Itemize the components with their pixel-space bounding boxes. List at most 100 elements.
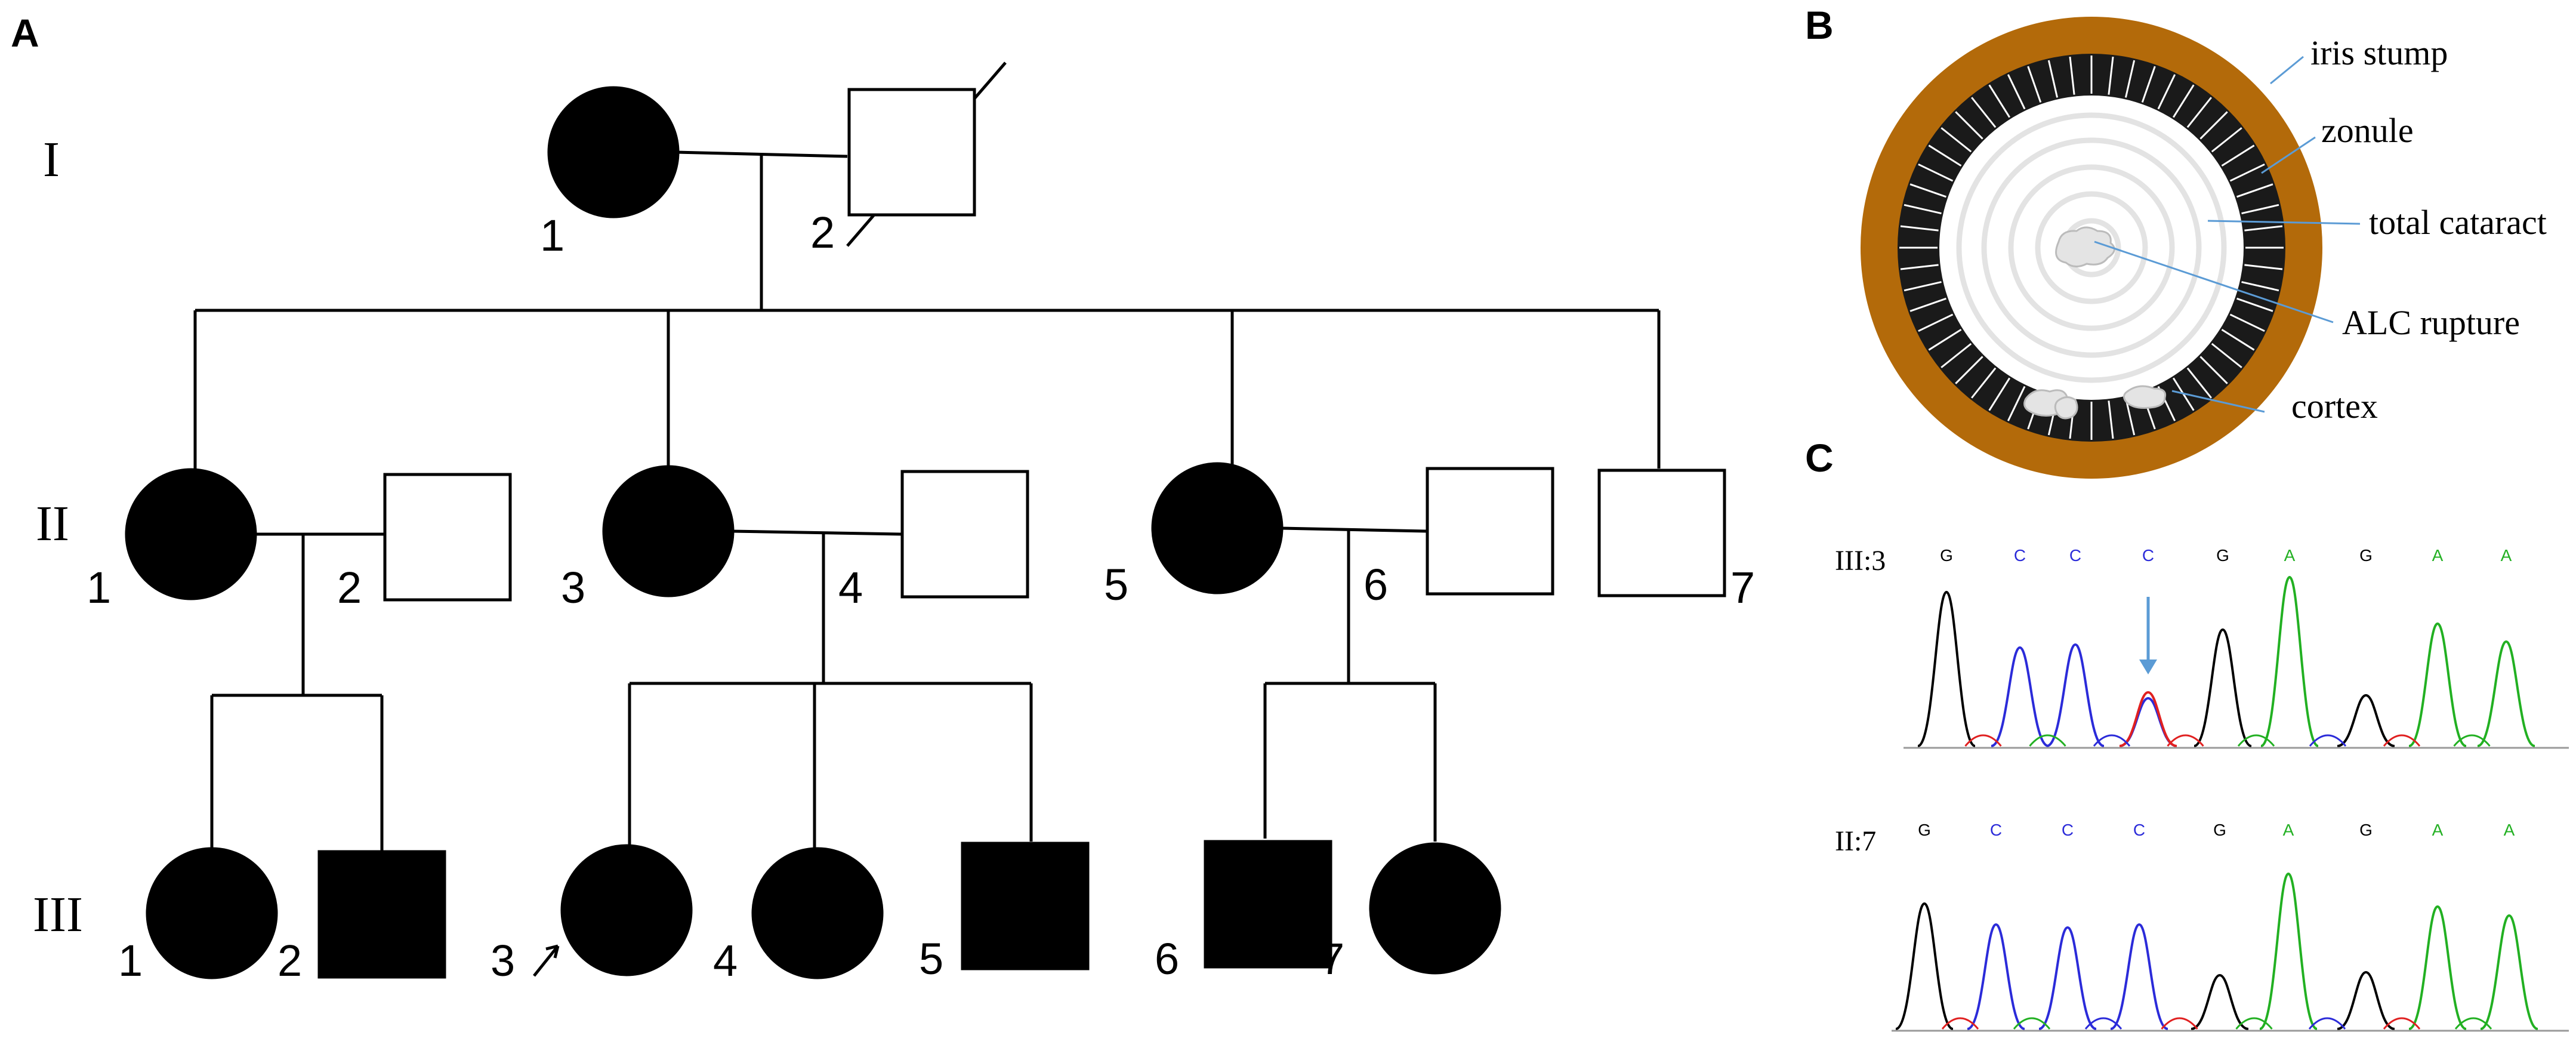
individual-iii-5-symbol bbox=[961, 842, 1090, 970]
noise-peak bbox=[1941, 1017, 1979, 1030]
base-call-a: A bbox=[2504, 821, 2515, 839]
cataract-ring bbox=[1981, 137, 2202, 358]
peak-c bbox=[2046, 643, 2105, 747]
peak-c bbox=[2038, 926, 2097, 1030]
panel-letter-b: B bbox=[1805, 3, 1834, 47]
zonule-fiber bbox=[2124, 60, 2136, 98]
alc-rupture-mark bbox=[2055, 226, 2115, 267]
individual-ii-4-label: 4 bbox=[838, 563, 863, 612]
label-alc-rupture: ALC rupture bbox=[2342, 303, 2520, 342]
noise-peak bbox=[2013, 1017, 2051, 1030]
zonule-fiber bbox=[2199, 111, 2228, 140]
zonule-fiber bbox=[1918, 313, 1954, 332]
proband-arrow bbox=[533, 944, 560, 977]
peak-g bbox=[1917, 590, 1976, 747]
individual-ii-2-label: 2 bbox=[337, 563, 362, 612]
base-call-g: G bbox=[1940, 546, 1953, 565]
noise-peak bbox=[2383, 1017, 2421, 1030]
zonule-fiber bbox=[1941, 343, 1972, 368]
individual-ii-4-symbol bbox=[900, 470, 1029, 599]
individual-iii-1-symbol bbox=[146, 847, 278, 979]
individual-i-1-label: 1 bbox=[540, 211, 564, 260]
individual-iii-1-label: 1 bbox=[118, 936, 143, 985]
zonule-fiber bbox=[2007, 74, 2026, 110]
peak-g bbox=[1895, 902, 1954, 1030]
individual-ii-7-symbol bbox=[1597, 469, 1726, 597]
zonule-fiber bbox=[2236, 297, 2273, 312]
cataract-ring bbox=[1956, 112, 2227, 383]
individual-i-2-label: 2 bbox=[810, 208, 835, 257]
zonule-fiber bbox=[1909, 297, 1946, 312]
noise-peak bbox=[2383, 734, 2421, 747]
noise-peak bbox=[2029, 734, 2066, 747]
peaks-ii-7 bbox=[1895, 872, 2538, 1030]
noise-peak bbox=[2237, 734, 2275, 747]
noise-peak bbox=[2308, 1017, 2346, 1030]
generation-label-iii: III bbox=[33, 887, 83, 942]
zonule-fiber bbox=[1955, 356, 1983, 384]
base-call-a: A bbox=[2284, 546, 2296, 565]
zonule-fiber bbox=[1928, 328, 1962, 351]
base-call-g: G bbox=[2359, 821, 2373, 839]
zonule-fiber bbox=[2108, 56, 2114, 95]
individual-iii-7-symbol bbox=[1369, 842, 1501, 975]
callout-iris-stump bbox=[2270, 56, 2304, 85]
peak-a bbox=[2260, 575, 2319, 747]
peak-c bbox=[1991, 646, 2049, 747]
peak-c bbox=[2110, 923, 2168, 1030]
noise-peak bbox=[2454, 1017, 2492, 1030]
individual-ii-5-label: 5 bbox=[1104, 560, 1128, 609]
label-zonule: zonule bbox=[2321, 111, 2414, 150]
zonule-fiber bbox=[1918, 163, 1954, 182]
zonule-fiber bbox=[2244, 225, 2283, 232]
individual-ii-3-label: 3 bbox=[561, 563, 585, 612]
base-call-c: C bbox=[2142, 546, 2154, 565]
individual-ii-1-label: 1 bbox=[87, 563, 111, 612]
zonule-fiber bbox=[2172, 84, 2195, 118]
base-call-g: G bbox=[1918, 821, 1931, 839]
cataract-ring bbox=[2008, 164, 2175, 331]
noise-peak bbox=[2167, 734, 2204, 747]
zonule-fiber bbox=[2141, 66, 2156, 103]
base-call-g: G bbox=[2213, 821, 2226, 839]
base-call-c: C bbox=[1990, 821, 2002, 839]
noise-peak bbox=[2309, 734, 2347, 747]
zonule-fiber bbox=[1909, 183, 1946, 198]
zonule-fiber bbox=[1900, 225, 1939, 232]
zonule-fiber bbox=[2047, 60, 2059, 98]
panel-a-pedigree: A I II III bbox=[11, 11, 1755, 985]
individual-iii-3-label: 3 bbox=[490, 936, 515, 985]
cataract-rings bbox=[1956, 112, 2227, 383]
base-call-a: A bbox=[2283, 821, 2294, 839]
noise-peak bbox=[2235, 1017, 2273, 1030]
zonule-fiber bbox=[2124, 397, 2136, 436]
base-call-a: A bbox=[2432, 821, 2444, 839]
noise-peak bbox=[1964, 734, 2002, 747]
zonule-fiber bbox=[2221, 328, 2255, 351]
zonule-fiber bbox=[2157, 74, 2176, 110]
zonule-fiber bbox=[1971, 97, 1997, 128]
peak-g bbox=[2194, 628, 2252, 747]
individual-iii-4-label: 4 bbox=[713, 936, 738, 985]
zonule-fiber bbox=[1904, 281, 1942, 292]
zonule-fiber bbox=[1988, 84, 2011, 118]
generation-label-ii: II bbox=[36, 496, 69, 551]
callout-alc-rupture bbox=[2094, 241, 2334, 323]
noise-peak bbox=[2161, 1017, 2198, 1030]
base-call-g: G bbox=[2359, 546, 2373, 565]
zonule-fiber bbox=[1900, 264, 1939, 270]
noise-peak bbox=[2084, 1017, 2122, 1030]
label-total-cataract: total cataract bbox=[2369, 203, 2547, 242]
zonule-fiber bbox=[1941, 127, 1972, 153]
individual-ii-3-symbol bbox=[602, 465, 735, 597]
individual-iii-7-label: 7 bbox=[1320, 934, 1344, 984]
peak-a bbox=[2477, 640, 2535, 747]
peak-a bbox=[2480, 914, 2538, 1030]
peak-a bbox=[2408, 622, 2467, 747]
peak-g bbox=[2337, 970, 2395, 1030]
individual-iii-5-label: 5 bbox=[919, 934, 943, 984]
peak-g bbox=[2337, 694, 2395, 747]
